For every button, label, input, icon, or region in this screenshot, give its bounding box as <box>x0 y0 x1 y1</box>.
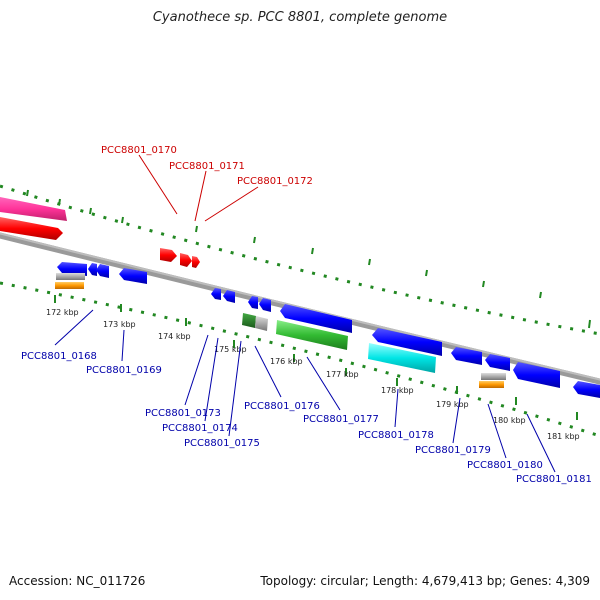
reverse-gene-arrow[interactable] <box>223 290 235 303</box>
accession-text: Accession: NC_011726 <box>9 574 146 588</box>
gene-label-0170[interactable]: PCC8801_0170 <box>101 145 177 156</box>
reverse-strand-features <box>55 262 600 398</box>
outer-major-ticks <box>26 189 591 329</box>
gene-label-0180[interactable]: PCC8801_0180 <box>467 460 543 471</box>
gene-label-0178[interactable]: PCC8801_0178 <box>358 430 434 441</box>
gene-label-0175[interactable]: PCC8801_0175 <box>184 438 260 449</box>
scale-label: 176 kbp <box>270 357 303 366</box>
forward-gene-arrow[interactable] <box>0 217 63 240</box>
reverse-gene-arrow[interactable] <box>513 362 560 388</box>
forward-strand-features <box>0 197 200 268</box>
orange-feature[interactable] <box>479 381 504 388</box>
reverse-gene-arrow[interactable] <box>119 268 147 284</box>
scale-label: 178 kbp <box>381 386 414 395</box>
gray-feature[interactable] <box>255 316 268 331</box>
scale-labels: 172 kbp 173 kbp 174 kbp 175 kbp 176 kbp … <box>46 308 580 441</box>
reverse-gene-arrow[interactable] <box>211 288 221 300</box>
dark-green-feature[interactable] <box>242 313 256 328</box>
reverse-gene-labels <box>54 309 556 473</box>
gene-label-0172[interactable]: PCC8801_0172 <box>237 176 313 187</box>
reverse-gene-arrow[interactable] <box>248 296 258 309</box>
forward-gene-arrow[interactable] <box>180 253 192 267</box>
scale-label: 175 kbp <box>214 345 247 354</box>
forward-gene-arrow[interactable] <box>160 248 177 262</box>
gene-label-0171[interactable]: PCC8801_0171 <box>169 161 245 172</box>
reverse-gene-arrow[interactable] <box>259 298 271 312</box>
gene-label-0181[interactable]: PCC8801_0181 <box>516 474 592 485</box>
gene-label-0169[interactable]: PCC8801_0169 <box>86 365 162 376</box>
genome-summary-text: Topology: circular; Length: 4,679,413 bp… <box>260 574 590 588</box>
gene-label-0173[interactable]: PCC8801_0173 <box>145 408 221 419</box>
inner-major-ticks <box>54 295 578 420</box>
pink-feature[interactable] <box>0 197 67 221</box>
scale-label: 177 kbp <box>326 370 359 379</box>
reverse-gene-arrow[interactable] <box>96 264 109 278</box>
gene-label-0168[interactable]: PCC8801_0168 <box>21 351 97 362</box>
gene-label-0177[interactable]: PCC8801_0177 <box>303 414 379 425</box>
trna-feature[interactable] <box>368 343 436 373</box>
scale-label: 180 kbp <box>493 416 526 425</box>
reverse-gene-arrow[interactable] <box>451 347 482 365</box>
scale-label: 181 kbp <box>547 432 580 441</box>
gene-label-0176[interactable]: PCC8801_0176 <box>244 401 320 412</box>
orange-feature[interactable] <box>55 282 84 289</box>
map-title: Cyanothece sp. PCC 8801, complete genome <box>152 10 448 25</box>
gene-label-0174[interactable]: PCC8801_0174 <box>162 423 238 434</box>
reverse-gene-arrow[interactable] <box>485 354 510 371</box>
reverse-gene-arrow[interactable] <box>372 328 442 356</box>
gray-feature[interactable] <box>56 273 85 280</box>
rrna-feature[interactable] <box>276 320 348 350</box>
scale-label: 172 kbp <box>46 308 79 317</box>
reverse-gene-arrow[interactable] <box>57 262 87 276</box>
scale-label: 179 kbp <box>436 400 469 409</box>
gene-label-0179[interactable]: PCC8801_0179 <box>415 445 491 456</box>
reverse-gene-arrow[interactable] <box>573 381 600 398</box>
forward-gene-arrow[interactable] <box>192 256 200 268</box>
gray-feature[interactable] <box>481 373 506 380</box>
scale-label: 173 kbp <box>103 320 136 329</box>
inner-tick-track <box>0 281 600 438</box>
reverse-gene-arrow[interactable] <box>280 304 352 333</box>
reverse-gene-label-text: PCC8801_0168 PCC8801_0169 PCC8801_0173 P… <box>21 351 592 485</box>
reverse-gene-arrow[interactable] <box>88 263 97 276</box>
scale-label: 174 kbp <box>158 332 191 341</box>
forward-gene-labels: PCC8801_0170 PCC8801_0171 PCC8801_0172 <box>101 145 313 222</box>
